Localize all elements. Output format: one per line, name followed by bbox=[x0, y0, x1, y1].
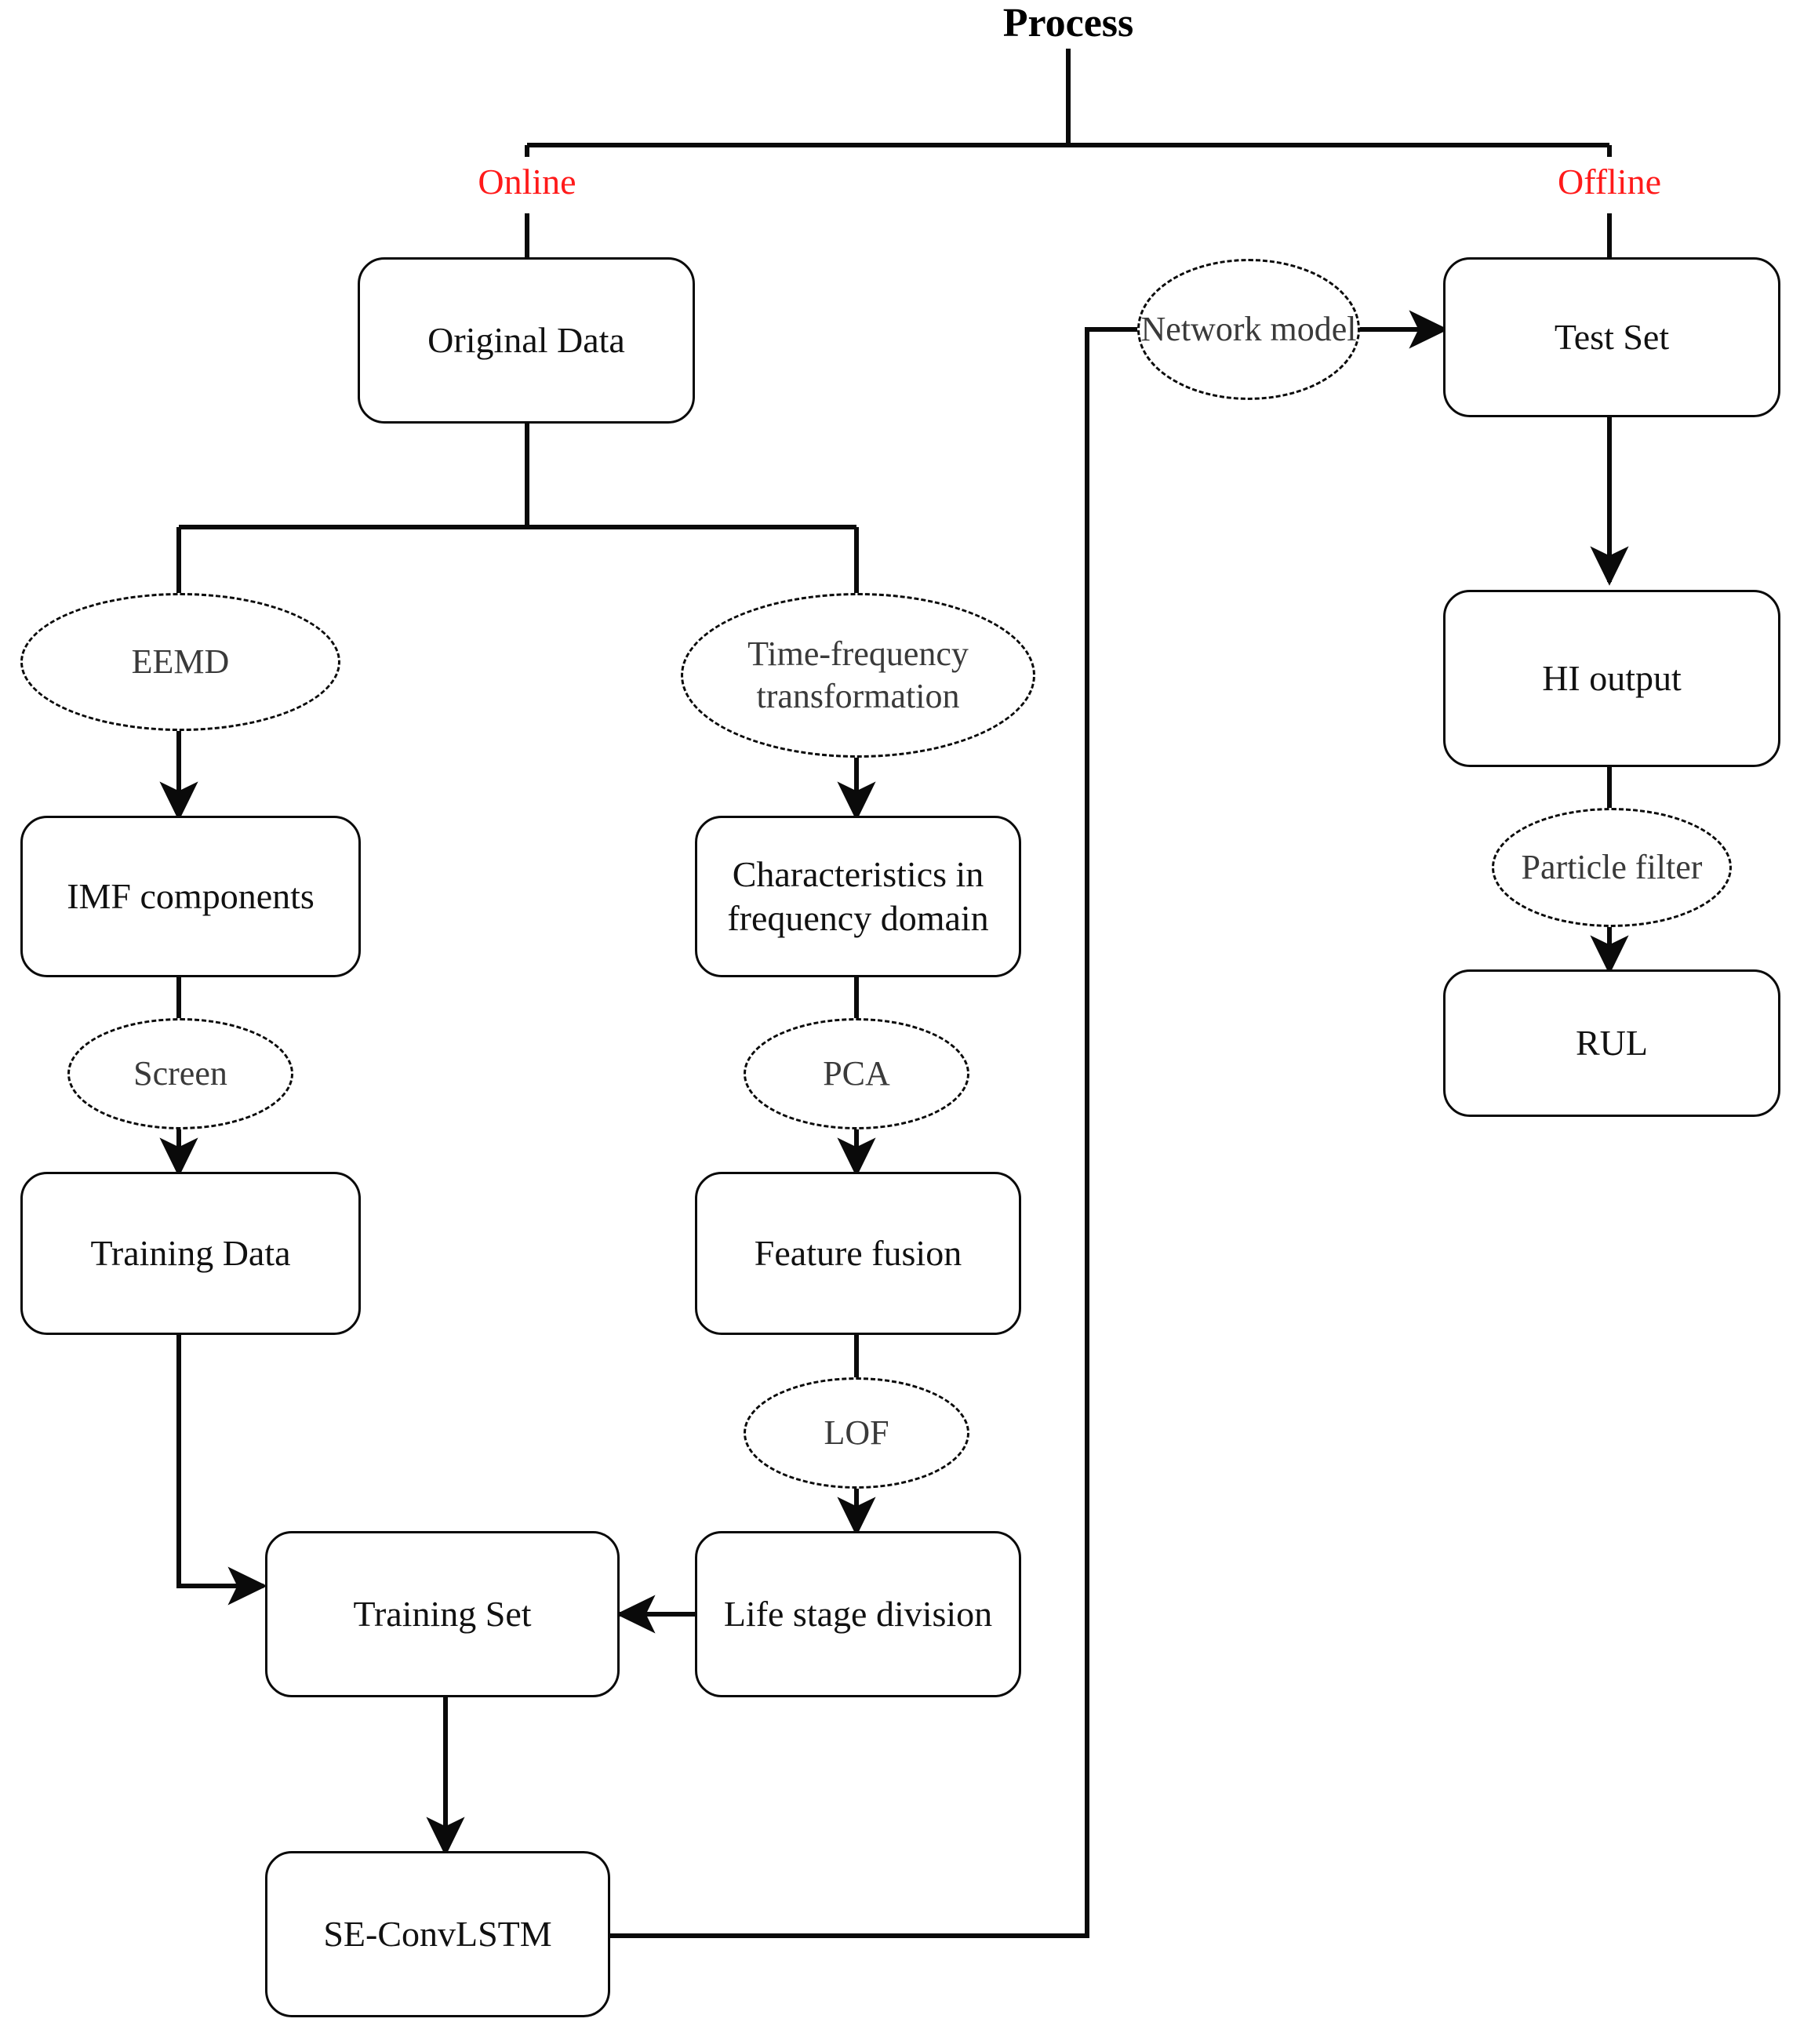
branch-label-offline: Offline bbox=[1557, 162, 1661, 202]
node-network-model[interactable]: Network model bbox=[1137, 259, 1360, 400]
node-imf-components[interactable]: IMF components bbox=[20, 816, 361, 977]
node-pca[interactable]: PCA bbox=[744, 1018, 969, 1129]
node-hi-output[interactable]: HI output bbox=[1443, 590, 1780, 767]
node-particle-filter[interactable]: Particle filter bbox=[1492, 808, 1732, 927]
node-se-convlstm[interactable]: SE-ConvLSTM bbox=[265, 1851, 610, 2017]
node-time-frequency-transformation[interactable]: Time-frequency transformation bbox=[681, 593, 1035, 758]
node-test-set[interactable]: Test Set bbox=[1443, 257, 1780, 417]
diagram-title: Process bbox=[1002, 1, 1134, 45]
node-feature-fusion[interactable]: Feature fusion bbox=[695, 1172, 1021, 1335]
node-rul[interactable]: RUL bbox=[1443, 969, 1780, 1117]
node-characteristics-frequency-domain[interactable]: Characteristics in frequency domain bbox=[695, 816, 1021, 977]
node-training-set[interactable]: Training Set bbox=[265, 1531, 620, 1697]
node-original-data[interactable]: Original Data bbox=[358, 257, 695, 424]
node-eemd[interactable]: EEMD bbox=[20, 593, 340, 731]
node-lof[interactable]: LOF bbox=[744, 1377, 969, 1489]
node-screen[interactable]: Screen bbox=[67, 1018, 293, 1129]
node-training-data[interactable]: Training Data bbox=[20, 1172, 361, 1335]
branch-label-online: Online bbox=[478, 162, 576, 202]
node-life-stage-division[interactable]: Life stage division bbox=[695, 1531, 1021, 1697]
